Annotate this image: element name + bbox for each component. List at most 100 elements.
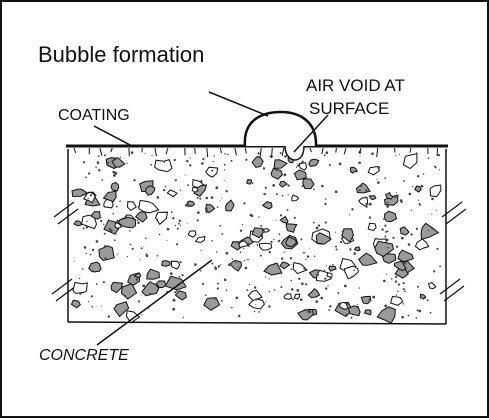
sand-speck xyxy=(101,306,102,307)
sand-speck xyxy=(399,154,400,155)
aggregate-stone xyxy=(72,300,81,308)
sand-speck xyxy=(104,154,106,156)
aggregate-stone xyxy=(162,261,170,267)
sand-speck xyxy=(345,314,348,317)
aggregate-stone xyxy=(365,310,372,315)
sand-speck xyxy=(303,268,305,270)
sand-speck xyxy=(172,308,175,311)
sand-speck xyxy=(224,279,227,282)
sand-speck xyxy=(318,224,320,226)
sand-speck xyxy=(270,241,272,243)
sand-speck xyxy=(131,151,134,154)
sand-speck xyxy=(359,184,362,187)
sand-speck xyxy=(138,300,140,302)
sand-speck xyxy=(167,228,170,231)
sand-speck xyxy=(438,154,440,156)
aggregate-stone xyxy=(403,154,417,169)
sand-speck xyxy=(200,180,202,182)
sand-speck xyxy=(173,310,174,311)
aggregate-stone xyxy=(385,211,397,222)
sand-speck xyxy=(356,307,358,309)
sand-speck xyxy=(401,237,404,240)
aggregate-stone xyxy=(259,243,271,250)
sand-speck xyxy=(396,246,398,248)
sand-speck xyxy=(197,211,200,214)
aggregate-stone xyxy=(308,289,319,298)
aggregate-stone xyxy=(327,273,332,278)
aggregate-stone xyxy=(345,266,359,279)
sand-speck xyxy=(343,230,344,231)
sand-speck xyxy=(156,219,158,221)
aggregate-stone xyxy=(89,262,101,272)
sand-speck xyxy=(395,276,397,278)
sand-speck xyxy=(249,284,250,285)
sand-speck xyxy=(199,198,201,200)
aggregate-stone xyxy=(226,200,234,211)
sand-speck xyxy=(387,202,389,204)
sand-speck xyxy=(332,264,333,265)
surface-texture-mark xyxy=(377,148,378,157)
sand-speck xyxy=(316,227,319,230)
sand-speck xyxy=(368,301,369,302)
sand-speck xyxy=(265,277,266,278)
sand-speck xyxy=(324,203,326,205)
sand-speck xyxy=(224,153,226,155)
sand-speck xyxy=(83,161,85,163)
sand-speck xyxy=(217,283,219,285)
aggregate-stone xyxy=(349,306,361,316)
sand-speck xyxy=(416,317,418,319)
sand-speck xyxy=(366,206,368,208)
aggregate-stone xyxy=(430,185,441,197)
sand-speck xyxy=(349,248,351,250)
sand-speck xyxy=(183,317,184,318)
sand-speck xyxy=(439,266,441,268)
aggregate-stone xyxy=(386,193,393,200)
sand-speck xyxy=(419,204,421,206)
sand-speck xyxy=(365,196,366,197)
sand-speck xyxy=(226,252,229,255)
sand-speck xyxy=(147,294,149,296)
sand-speck xyxy=(187,184,189,186)
aggregate-stone xyxy=(415,239,428,250)
sand-speck xyxy=(165,186,166,187)
sand-speck xyxy=(290,257,292,259)
aggregate-stone xyxy=(127,202,136,211)
sand-speck xyxy=(296,289,299,292)
sand-speck xyxy=(261,235,263,237)
sand-speck xyxy=(113,213,115,215)
surface-texture-mark xyxy=(322,148,323,154)
sand-speck xyxy=(280,214,282,216)
sand-speck xyxy=(201,162,204,165)
aggregate-stone xyxy=(155,160,172,172)
sand-speck xyxy=(284,251,285,252)
sand-speck xyxy=(150,164,152,166)
sand-speck xyxy=(335,232,336,233)
sand-speck xyxy=(313,222,315,224)
break-mark-left-lower xyxy=(52,279,76,301)
sand-speck xyxy=(418,200,419,201)
aggregate-stone xyxy=(263,229,269,233)
surface-texture-mark xyxy=(220,148,221,153)
sand-speck xyxy=(243,248,244,249)
sand-speck xyxy=(154,283,156,285)
sand-speck xyxy=(254,311,255,312)
sand-speck xyxy=(302,185,304,187)
sand-speck xyxy=(239,315,241,317)
sand-speck xyxy=(297,164,299,166)
sand-speck xyxy=(240,251,242,253)
sand-speck xyxy=(138,206,140,208)
sand-speck xyxy=(91,295,93,297)
sand-speck xyxy=(215,298,217,300)
aggregate-stone xyxy=(167,190,177,197)
sand-speck xyxy=(269,251,271,253)
bubble xyxy=(245,112,316,146)
sand-speck xyxy=(197,219,199,221)
aggregate-stone xyxy=(111,183,119,191)
aggregate-stone xyxy=(377,307,395,323)
aggregate-stone xyxy=(147,269,160,279)
aggregate-stone xyxy=(429,283,436,289)
coating-label: COATING xyxy=(58,107,130,125)
sand-speck xyxy=(104,233,106,235)
sand-speck xyxy=(245,267,248,270)
